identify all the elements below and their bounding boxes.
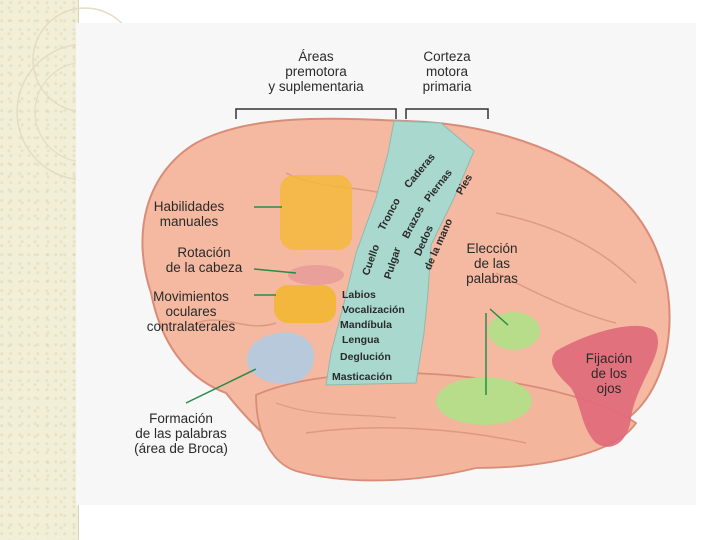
label-eye-fixation: Fijación de los ojos	[585, 351, 633, 396]
brain-diagram: Áreas premotora y suplementaria Corteza …	[76, 23, 696, 505]
motor-strip-area	[325, 120, 475, 386]
label-eye-movements: Movimientos oculares contralaterales	[146, 289, 236, 334]
label-motor-cortex: Corteza motora primaria	[422, 49, 472, 94]
strip-lips: Labios	[342, 289, 376, 301]
word-choice-area-lower	[436, 377, 532, 425]
strip-tongue: Lengua	[342, 334, 380, 346]
label-hand-skills: Habilidades manuales	[153, 199, 225, 229]
label-head-rotation: Rotación de la cabeza	[165, 245, 243, 275]
broca-area	[246, 332, 315, 384]
label-word-choice: Elección de las palabras	[466, 241, 518, 286]
hand-skills-area	[280, 175, 352, 250]
strip-vocalization: Vocalización	[342, 304, 405, 316]
label-premotor-areas: Áreas premotora y suplementaria	[268, 49, 364, 94]
head-rotation-area	[288, 265, 344, 285]
slide-sidebar-texture	[0, 0, 78, 540]
strip-chewing: Masticación	[332, 371, 393, 383]
word-choice-area-upper	[488, 312, 540, 350]
eye-fixation-area	[551, 325, 659, 447]
strip-swallowing: Deglución	[340, 351, 391, 363]
strip-jaw: Mandíbula	[340, 319, 392, 331]
brain-illustration	[76, 23, 696, 505]
label-broca-area: Formación de las palabras (área de Broca…	[134, 411, 228, 456]
eye-movements-area	[274, 285, 336, 323]
